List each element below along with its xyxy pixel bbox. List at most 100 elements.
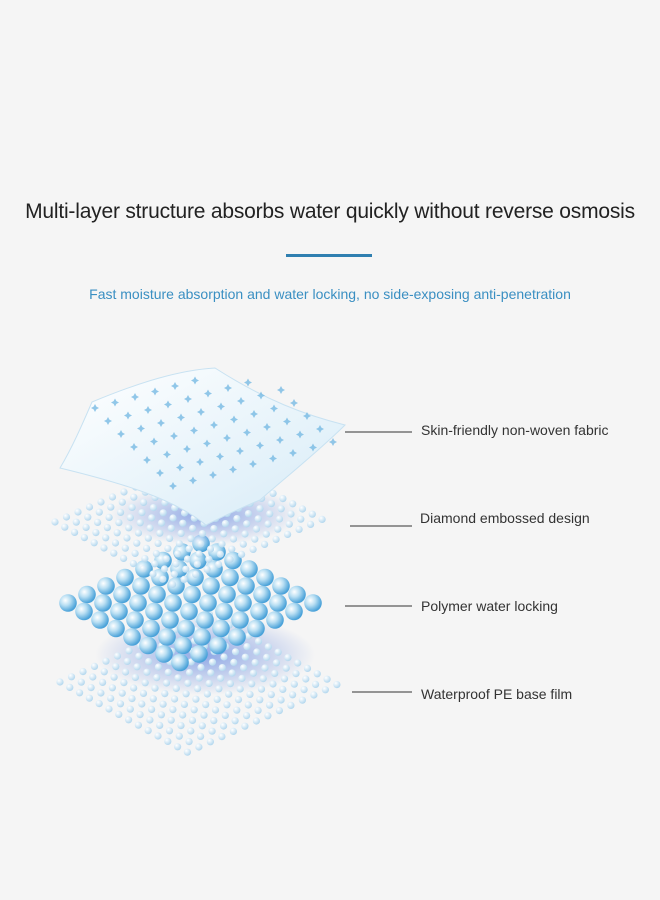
base-bead xyxy=(99,678,107,686)
base-bead xyxy=(154,663,162,671)
fabric-star xyxy=(303,412,311,420)
polymer-ball xyxy=(199,594,217,612)
fabric-star xyxy=(263,423,271,431)
base-bead xyxy=(241,722,249,730)
emboss-bead xyxy=(233,515,241,523)
emboss-bead xyxy=(62,513,71,521)
label-pe-base-film: Waterproof PE base film xyxy=(421,686,573,702)
fabric-star xyxy=(151,387,159,396)
polymer-ball xyxy=(272,577,290,595)
base-bead xyxy=(200,711,208,719)
base-bead xyxy=(213,695,221,703)
fabric-star xyxy=(176,463,184,472)
emboss-bead xyxy=(154,539,162,547)
emboss-bead xyxy=(152,550,160,558)
emboss-bead xyxy=(103,524,111,532)
fabric-star xyxy=(131,393,139,401)
fabric-star xyxy=(209,471,217,479)
emboss-bead xyxy=(139,565,147,573)
layer-polymer xyxy=(59,534,412,672)
emboss-bead xyxy=(262,530,270,538)
fabric-star xyxy=(210,421,218,429)
base-bead xyxy=(128,695,136,703)
base-bead xyxy=(279,685,287,693)
polymer-ball xyxy=(78,585,96,604)
emboss-bead xyxy=(123,534,131,542)
emboss-bead xyxy=(159,575,167,583)
base-bead xyxy=(253,648,261,656)
base-bead xyxy=(333,681,341,689)
base-bead xyxy=(246,690,254,698)
emboss-bead xyxy=(254,515,262,523)
emboss-bead xyxy=(307,520,315,528)
base-bead xyxy=(221,711,229,719)
base-bead xyxy=(197,732,205,740)
emboss-bead xyxy=(84,513,92,521)
base-bead xyxy=(151,684,159,692)
emboss-bead xyxy=(156,529,164,537)
fabric-star xyxy=(204,389,212,398)
base-bead xyxy=(157,711,165,719)
base-bead xyxy=(148,705,156,713)
base-bead xyxy=(243,643,251,651)
base-bead xyxy=(220,653,228,661)
base-bead xyxy=(192,695,200,703)
layer-nonwoven-fabric xyxy=(59,367,412,526)
polymer-ball xyxy=(190,645,208,663)
base-bead xyxy=(77,678,85,686)
polymer-ball xyxy=(164,594,182,612)
polymer-ball xyxy=(145,602,163,621)
base-bead xyxy=(172,684,180,692)
polymer-ball xyxy=(196,611,214,629)
emboss-bead xyxy=(151,560,159,568)
polymer-ball xyxy=(202,577,220,595)
emboss-bead xyxy=(74,508,82,516)
base-bead xyxy=(87,684,95,692)
label-polymer: Polymer water locking xyxy=(421,598,558,614)
emboss-bead xyxy=(261,540,269,548)
emboss-bead xyxy=(148,514,156,522)
emboss-bead xyxy=(203,565,211,573)
fabric-star xyxy=(270,404,278,413)
base-bead xyxy=(233,706,241,714)
base-bead xyxy=(154,732,162,740)
emboss-bead xyxy=(82,523,90,531)
emboss-bead xyxy=(180,575,188,583)
polymer-ball xyxy=(174,636,192,655)
base-bead xyxy=(162,679,171,687)
base-bead xyxy=(174,674,182,682)
polymer-ball xyxy=(218,585,236,604)
base-bead xyxy=(161,690,169,698)
fabric-star xyxy=(111,398,119,407)
base-bead xyxy=(254,706,262,714)
emboss-bead xyxy=(275,515,284,523)
emboss-bead xyxy=(51,518,59,526)
base-bead xyxy=(125,716,133,724)
base-bead xyxy=(248,680,256,688)
polymer-ball xyxy=(161,611,179,629)
emboss-bead xyxy=(115,519,123,527)
fabric-star xyxy=(190,426,198,435)
polymer-ball xyxy=(158,628,176,646)
base-bead xyxy=(195,743,203,751)
base-bead xyxy=(211,706,220,714)
polymer-ball xyxy=(110,602,128,621)
base-bead xyxy=(231,648,240,656)
base-bead xyxy=(256,696,264,704)
layer-diagram xyxy=(51,367,412,756)
base-bead xyxy=(67,673,76,681)
emboss-bead xyxy=(285,520,293,528)
fabric-star xyxy=(156,469,164,477)
fabric-star xyxy=(230,415,238,424)
base-bead xyxy=(234,696,243,704)
emboss-bead xyxy=(267,500,275,508)
fabric-star xyxy=(237,397,245,405)
base-bead xyxy=(144,727,152,735)
emboss-bead xyxy=(287,510,295,518)
polymer-ball xyxy=(123,628,141,646)
emboss-bead xyxy=(138,509,146,517)
fabric-star xyxy=(169,482,177,490)
emboss-bead xyxy=(175,540,183,548)
polymer-ball xyxy=(237,577,255,595)
emboss-bead xyxy=(195,550,203,558)
